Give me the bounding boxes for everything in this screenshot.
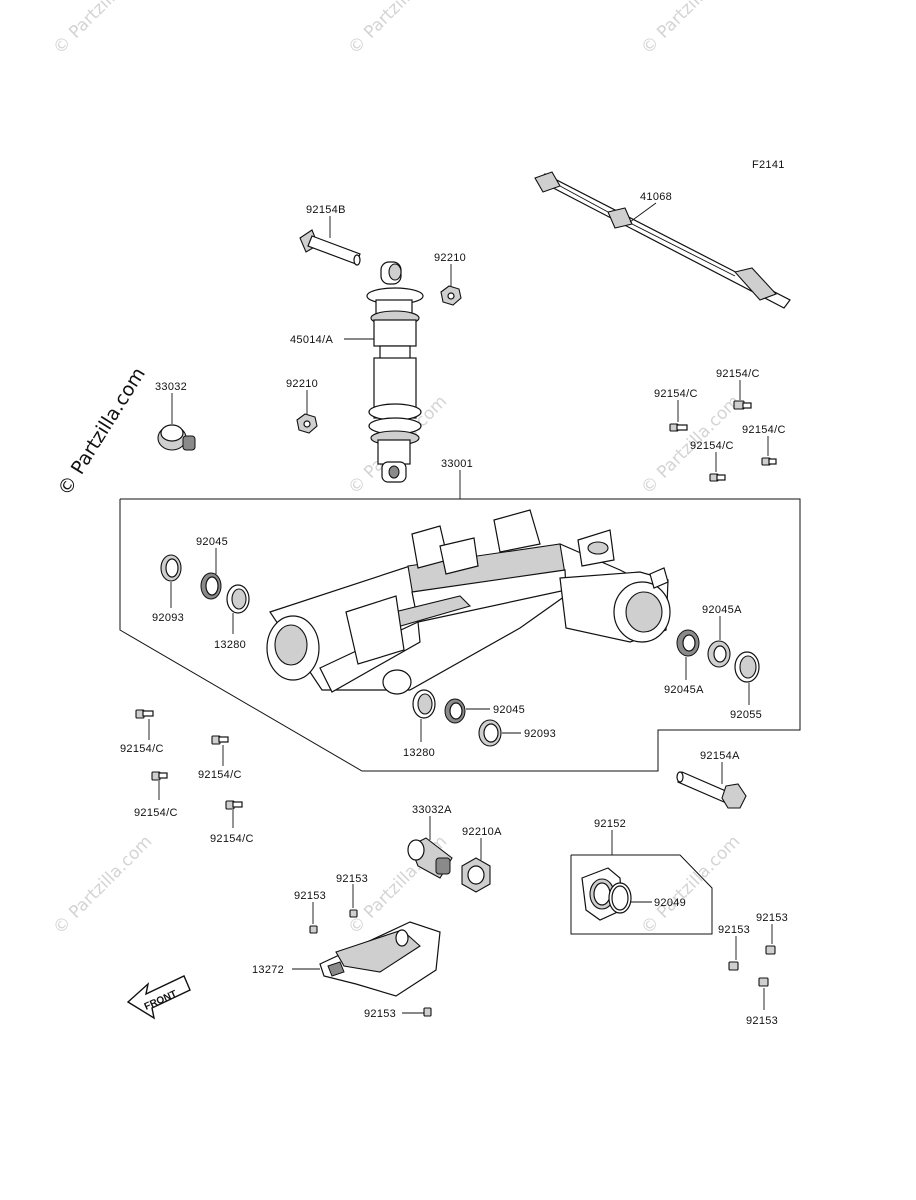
figure-code: F2141 <box>752 159 785 171</box>
label-92045-bottom: 92045 <box>493 704 525 716</box>
bolt-92154B <box>299 229 361 266</box>
ring-13280-left <box>226 584 250 614</box>
label-33001: 33001 <box>441 458 473 470</box>
label-92154C-4: 92154/C <box>690 440 734 452</box>
label-92154B: 92154B <box>306 204 346 216</box>
cover-frame <box>570 854 713 935</box>
label-45014A: 45014/A <box>290 334 333 346</box>
bearing-92045A-1 <box>676 629 700 657</box>
nut-92210-mid <box>296 413 318 434</box>
label-92152: 92152 <box>594 818 626 830</box>
ring-13280-bottom <box>412 689 436 719</box>
label-92045-left: 92045 <box>196 536 228 548</box>
oring-92049 <box>608 882 632 914</box>
label-92055: 92055 <box>730 709 762 721</box>
watermark: © Partzilla.com <box>344 0 451 59</box>
label-92093-left: 92093 <box>152 612 184 624</box>
bushing-33032 <box>157 424 196 451</box>
guard-13272 <box>309 909 441 1017</box>
seal-92055 <box>734 651 760 683</box>
assembly-frame <box>119 498 801 772</box>
drive-shaft <box>534 171 791 309</box>
label-92154C-1: 92154/C <box>716 368 760 380</box>
label-92093-bottom: 92093 <box>524 728 556 740</box>
label-92154C-3: 92154/C <box>742 424 786 436</box>
bearing-92045-bottom <box>444 698 466 724</box>
shock-absorber <box>366 261 424 483</box>
label-92153-c: 92153 <box>364 1008 396 1020</box>
nut-92210-top <box>440 285 462 306</box>
label-92049: 92049 <box>654 897 686 909</box>
seal-92093-bottom <box>478 719 502 747</box>
bushing-33032A <box>407 837 453 879</box>
label-92210-top: 92210 <box>434 252 466 264</box>
label-92153-f: 92153 <box>746 1015 778 1027</box>
label-92153-a: 92153 <box>336 873 368 885</box>
label-13280-bottom: 13280 <box>403 747 435 759</box>
label-92210-mid: 92210 <box>286 378 318 390</box>
label-92153-e: 92153 <box>718 924 750 936</box>
label-13272: 13272 <box>252 964 284 976</box>
label-92154C-7: 92154/C <box>134 807 178 819</box>
nut-92210A <box>461 857 491 893</box>
bolts-92154C-top <box>669 400 777 482</box>
label-92154C-8: 92154/C <box>210 833 254 845</box>
label-92154C-2: 92154/C <box>654 388 698 400</box>
label-33032: 33032 <box>155 381 187 393</box>
bearing-92045-left <box>200 572 222 600</box>
bearing-92045A-2 <box>707 640 731 668</box>
front-arrow-icon: FRONT <box>126 975 191 1020</box>
watermark: © Partzilla.com <box>637 0 744 59</box>
label-92210A: 92210A <box>462 826 502 838</box>
watermark-logo: © Partzilla.com <box>54 364 150 500</box>
label-13280-left: 13280 <box>214 639 246 651</box>
screws-92153-right <box>728 945 776 987</box>
bolt-92154A <box>676 771 747 809</box>
label-33032A: 33032A <box>412 804 452 816</box>
bolts-92154C-left <box>135 709 243 810</box>
label-92153-b: 92153 <box>294 890 326 902</box>
label-92153-d: 92153 <box>756 912 788 924</box>
swing-arm <box>266 509 671 695</box>
seal-92093-left <box>160 554 182 582</box>
label-92154C-5: 92154/C <box>120 743 164 755</box>
label-92045A-right-bottom: 92045A <box>664 684 704 696</box>
watermark: © Partzilla.com <box>49 0 156 59</box>
label-41068: 41068 <box>640 191 672 203</box>
label-92045A-right: 92045A <box>702 604 742 616</box>
watermark: © Partzilla.com <box>49 832 156 939</box>
watermark: © Partzilla.com <box>637 832 744 939</box>
label-92154A: 92154A <box>700 750 740 762</box>
label-92154C-6: 92154/C <box>198 769 242 781</box>
